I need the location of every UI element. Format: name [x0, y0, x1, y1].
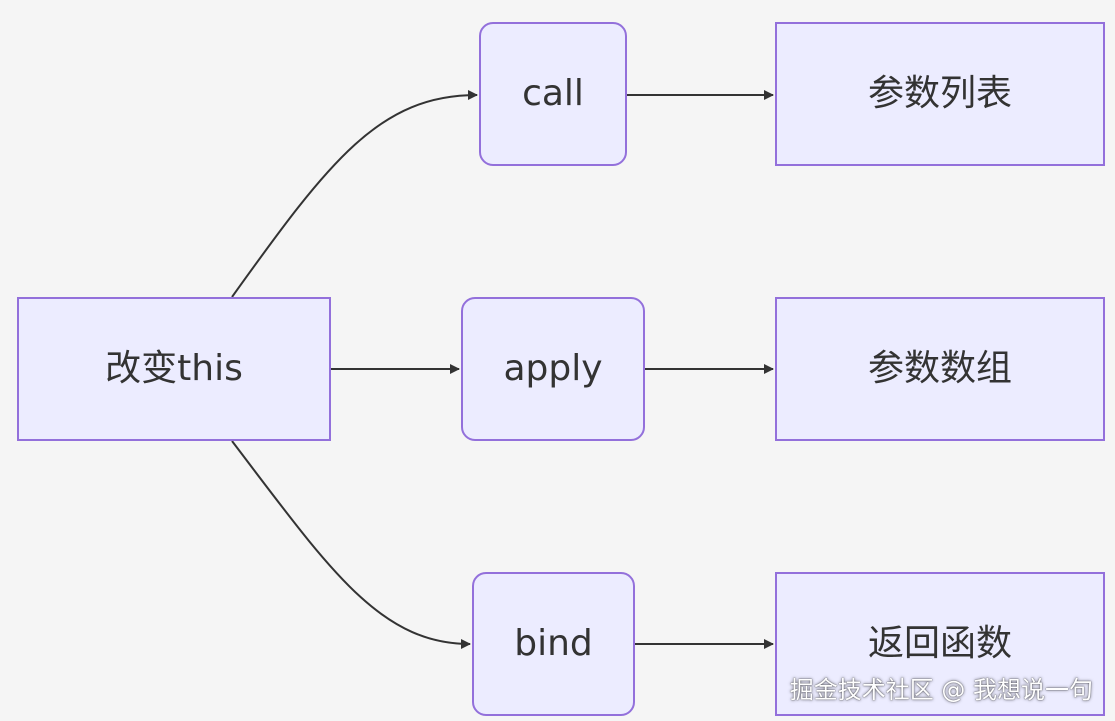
edge-root-bind	[231, 440, 471, 649]
node-return-function: 返回函数	[775, 572, 1105, 716]
node-call: call	[479, 22, 627, 166]
node-argument-list: 参数列表	[775, 22, 1105, 166]
watermark-text: 掘金技术社区 @ 我想说一句	[789, 676, 1093, 704]
edge-root-call	[231, 90, 478, 298]
node-change-this: 改变this	[17, 297, 331, 441]
node-apply: apply	[461, 297, 645, 441]
node-argument-array: 参数数组	[775, 297, 1105, 441]
node-bind: bind	[472, 572, 635, 716]
